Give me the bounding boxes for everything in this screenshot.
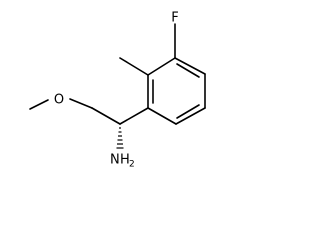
bond-ring-to-methyl: [119, 57, 149, 76]
benzene-ring: [147, 57, 206, 125]
hashed-wedge-bond: [116, 127, 124, 149]
bond-ch2-to-oxygen: [69, 98, 93, 109]
molecule-structure: F O N H 2: [29, 11, 206, 170]
bond-oxygen-to-methyl: [29, 99, 49, 110]
amine-h-subscript: 2: [129, 160, 135, 170]
bond-ring-to-chiral-carbon: [119, 107, 149, 125]
ring-bond-c1-c2: [147, 57, 176, 76]
ring-double-bond-inner-2: [176, 104, 200, 119]
ring-bond-c2-c3: [174, 57, 206, 75]
oxygen-label: O: [54, 93, 64, 108]
amine-n-label: N: [110, 153, 120, 168]
ring-double-bond-inner-1: [176, 63, 200, 78]
fluorine-label: F: [171, 11, 178, 26]
bond-chiral-carbon-to-ch2: [91, 107, 121, 125]
amine-h-label: H: [120, 153, 130, 168]
ring-bond-c5-c6: [147, 107, 177, 125]
ring-bond-c4-c5: [175, 107, 206, 125]
